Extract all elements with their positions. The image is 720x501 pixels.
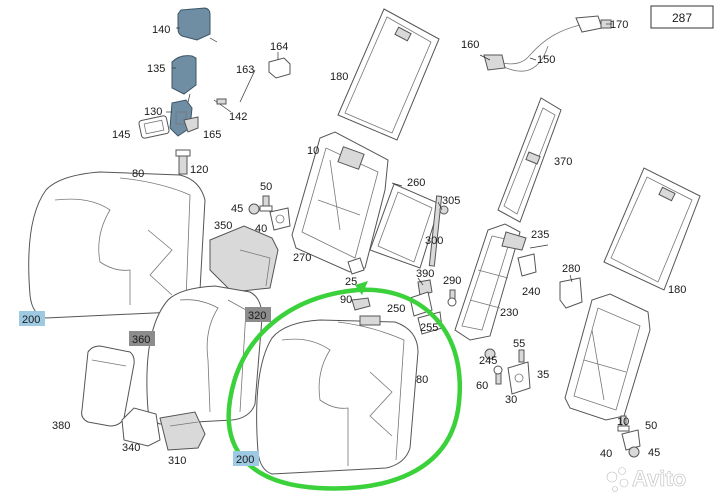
label-35: 35 [537, 369, 549, 381]
cable-harness-150 [483, 15, 612, 72]
label-40-bottom: 40 [600, 448, 612, 460]
part-164 [268, 52, 291, 79]
label-50-bottom: 50 [645, 420, 657, 432]
label-360: 360 [129, 331, 155, 346]
label-200-bottom: 200 [233, 451, 259, 466]
highlight-circle-marker [226, 287, 462, 491]
bolt-290 [447, 289, 457, 307]
label-380: 380 [52, 420, 70, 432]
label-390: 390 [416, 268, 434, 280]
label-200-bottom-text: 200 [236, 454, 254, 466]
label-80-bottom: 80 [416, 374, 428, 386]
backrest-cushion-80-left [28, 171, 206, 319]
bolt-45 [248, 203, 260, 215]
panel-370 [497, 97, 562, 223]
armrest-380 [81, 345, 135, 427]
bolt-55 [518, 349, 525, 363]
label-270: 270 [293, 252, 311, 264]
clip-165 [183, 116, 199, 133]
label-55: 55 [513, 338, 525, 350]
label-305: 305 [442, 195, 460, 207]
rail-305 [428, 195, 449, 267]
label-200-left: 200 [19, 311, 45, 326]
label-80-left: 80 [132, 168, 144, 180]
label-370: 370 [554, 156, 572, 168]
label-240: 240 [522, 286, 540, 298]
label-142: 142 [229, 111, 247, 123]
page-number-box: 287 [650, 5, 714, 29]
label-10-right: 10 [617, 416, 629, 428]
headrest-140 [177, 7, 218, 43]
label-60: 60 [476, 380, 488, 392]
label-180-top: 180 [330, 71, 348, 83]
label-165: 165 [203, 129, 221, 141]
label-130: 130 [144, 106, 162, 118]
backrest-panel-180-right [603, 167, 701, 291]
label-135: 135 [147, 63, 165, 75]
bolt-50-bottom [617, 415, 630, 432]
label-260: 260 [407, 177, 425, 189]
bolt-245 [484, 348, 496, 360]
bracket-240 [517, 253, 537, 277]
label-45: 45 [231, 203, 243, 215]
label-10-top: 10 [307, 145, 319, 157]
label-170: 170 [610, 19, 628, 31]
label-235: 235 [531, 229, 549, 241]
backrest-frame-10-top [291, 131, 389, 273]
backrest-cushion-80-bottom [256, 315, 419, 475]
label-250: 250 [387, 303, 405, 315]
label-90: 90 [340, 294, 352, 306]
screw-142 [213, 69, 256, 113]
label-310: 310 [168, 455, 186, 467]
label-120: 120 [190, 164, 208, 176]
avito-watermark-text: Avito [632, 466, 686, 491]
label-245: 245 [479, 355, 497, 367]
trim-340 [121, 407, 161, 447]
bolt-45-bottom [628, 446, 640, 458]
label-40: 40 [255, 223, 267, 235]
label-163: 163 [236, 64, 254, 76]
label-340: 340 [122, 442, 140, 454]
label-25: 25 [345, 276, 357, 288]
headrest-135 [171, 55, 197, 103]
label-320-text: 320 [248, 310, 266, 322]
bracket-40-bottom [621, 429, 641, 451]
label-300: 300 [425, 235, 443, 247]
label-350: 350 [214, 220, 232, 232]
clip-90 [351, 297, 371, 311]
frame-145 [138, 115, 170, 139]
label-150: 150 [537, 54, 555, 66]
label-160: 160 [461, 39, 479, 51]
bracket-40 [269, 207, 291, 231]
bolt-60 [493, 365, 503, 385]
label-50: 50 [260, 181, 272, 193]
label-45-bottom: 45 [648, 447, 660, 459]
backrest-frame-230 [454, 223, 527, 341]
bracket-280 [559, 277, 583, 309]
trim-310 [159, 411, 206, 451]
marker-arrow-tip [355, 281, 368, 295]
page-number: 287 [672, 11, 692, 25]
label-30: 30 [505, 394, 517, 406]
label-164: 164 [270, 41, 288, 53]
backrest-frame-10-right [564, 293, 651, 421]
label-360-text: 360 [132, 334, 150, 346]
guide-120 [175, 149, 191, 175]
label-280: 280 [562, 263, 580, 275]
label-200-left-text: 200 [22, 314, 40, 326]
label-320: 320 [245, 307, 271, 322]
cover-350 [209, 225, 279, 293]
label-145: 145 [112, 129, 130, 141]
latch-25 [347, 257, 365, 275]
bracket-30 [507, 361, 531, 395]
label-290: 290 [443, 275, 461, 287]
bolt-50 [259, 195, 273, 212]
avito-watermark: Avito [606, 466, 686, 492]
label-230: 230 [500, 307, 518, 319]
label-140: 140 [152, 24, 170, 36]
backrest-panel-180-top [337, 8, 440, 141]
label-180-right: 180 [668, 284, 686, 296]
label-255: 255 [420, 322, 438, 334]
